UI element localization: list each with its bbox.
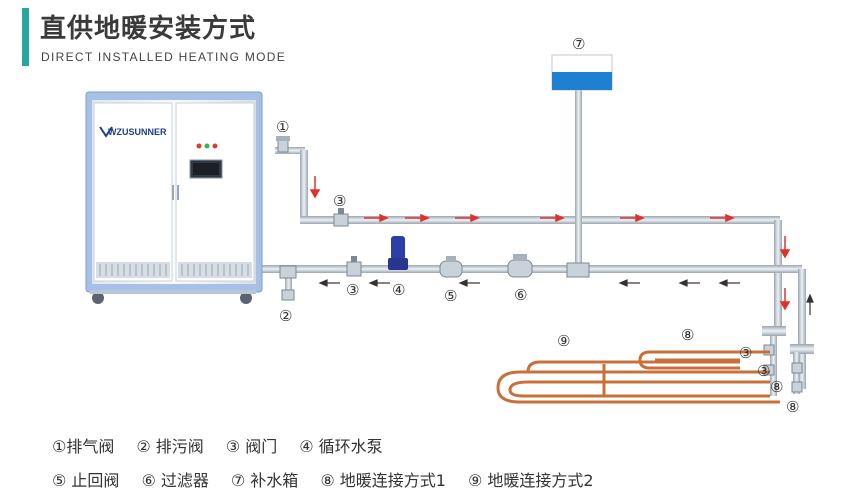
air-vent-valve — [276, 136, 290, 153]
marker-3d: ③ — [757, 362, 770, 380]
legend-item-air-vent: ①排气阀 — [52, 437, 115, 456]
return-flow-arrows — [318, 279, 814, 315]
marker-7: ⑦ — [572, 35, 585, 53]
marker-1: ① — [276, 118, 289, 136]
page-subtitle: DIRECT INSTALLED HEATING MODE — [41, 50, 287, 64]
floor-heating-coil-8 — [638, 350, 770, 370]
tee-fitting — [566, 262, 590, 278]
marker-9: ⑨ — [557, 332, 570, 350]
legend-item-coil-2: ⑨ 地暖连接方式2 — [467, 471, 594, 490]
marker-3c: ③ — [739, 344, 752, 362]
marker-3b: ③ — [346, 281, 359, 299]
makeup-water-tank — [551, 54, 613, 91]
page-title: 直供地暖安装方式 — [40, 14, 257, 44]
marker-2: ② — [279, 307, 292, 325]
marker-3a: ③ — [333, 192, 346, 210]
marker-4: ④ — [392, 281, 405, 299]
legend-item-coil-1: ⑧ 地暖连接方式1 — [320, 471, 446, 490]
manifold-valves — [763, 344, 803, 393]
marker-8b: ⑧ — [770, 378, 783, 396]
drain-valve — [279, 265, 297, 301]
supply-valve — [333, 208, 349, 227]
legend-item-check-valve: ⑤ 止回阀 — [52, 471, 120, 490]
pipe-network — [262, 90, 814, 396]
legend-row-2: ⑤ 止回阀 ⑥ 过滤器 ⑦ 补水箱 ⑧ 地暖连接方式1 ⑨ 地暖连接方式2 — [52, 467, 616, 491]
legend-item-drain-valve: ② 排污阀 — [136, 437, 204, 456]
circulation-pump — [388, 236, 408, 270]
boiler-logo: WZUSUNNER — [108, 127, 167, 137]
marker-8c: ⑧ — [786, 398, 799, 416]
legend-item-valve: ③ 阀门 — [225, 437, 278, 456]
marker-5: ⑤ — [444, 287, 457, 305]
floor-heating-coil-9 — [496, 360, 780, 404]
electric-boiler: WZUSUNNER — [85, 91, 263, 304]
legend-item-filter: ⑥ 过滤器 — [141, 471, 209, 490]
title-accent-bar — [22, 8, 29, 66]
filter — [507, 254, 533, 278]
check-valve — [439, 256, 463, 278]
legend-item-pump: ④ 循环水泵 — [299, 437, 383, 456]
marker-6: ⑥ — [514, 286, 527, 304]
return-valve — [346, 256, 362, 277]
legend-item-tank: ⑦ 补水箱 — [230, 471, 299, 490]
legend-row-1: ①排气阀 ② 排污阀 ③ 阀门 ④ 循环水泵 — [52, 433, 405, 457]
marker-8: ⑧ — [681, 326, 694, 344]
supply-flow-arrows — [309, 176, 791, 311]
